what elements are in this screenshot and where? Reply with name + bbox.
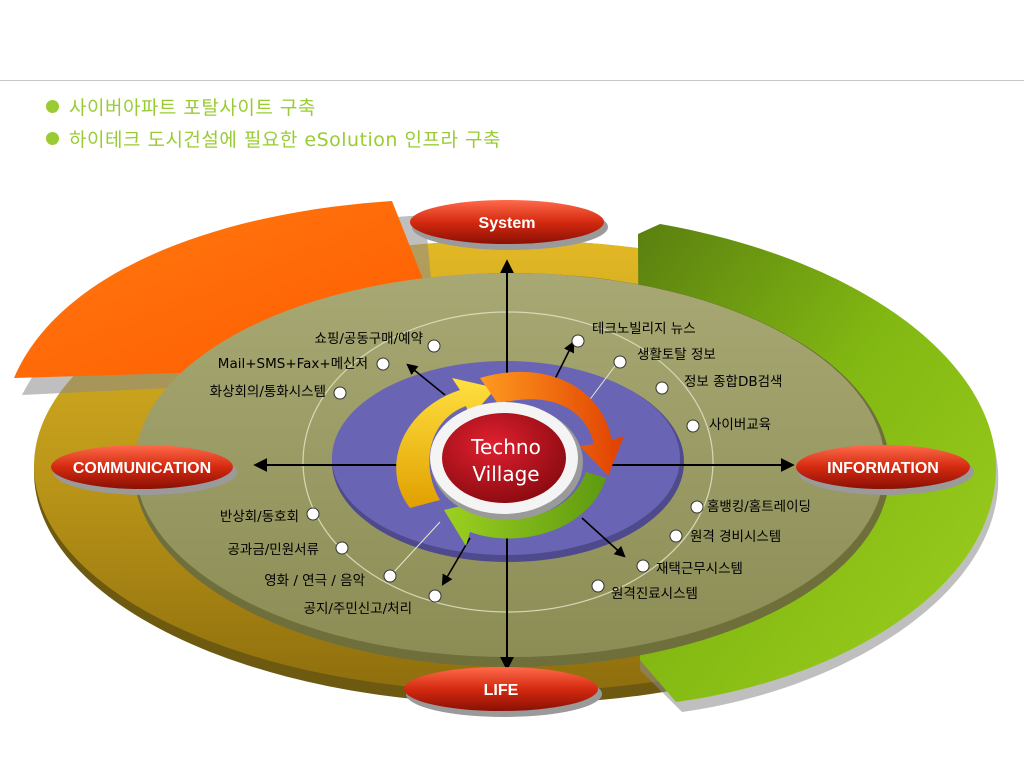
- center-badge: [442, 413, 566, 503]
- bullet-list: 사이버아파트 포탈사이트 구축 하이테크 도시건설에 필요한 eSolution…: [46, 90, 501, 154]
- information-items: 테크노빌리지 뉴스 생활토탈 정보 정보 종합DB검색 사이버교육: [571, 321, 782, 433]
- node-circle-icon: [306, 507, 320, 521]
- bullet-dot-icon: [46, 131, 59, 145]
- system-pill: System: [410, 200, 608, 250]
- node-circle-icon: [686, 419, 700, 433]
- list-item: 영화 / 연극 / 음악: [264, 573, 365, 589]
- bullet-item: 하이테크 도시건설에 필요한 eSolution 인프라 구축: [46, 122, 501, 154]
- list-item: 정보 종합DB검색: [684, 374, 782, 390]
- list-item: 홈뱅킹/홈트레이딩: [707, 499, 811, 515]
- arrow-nw: [406, 363, 446, 396]
- bullet-item: 사이버아파트 포탈사이트 구축: [46, 90, 501, 122]
- system-label: System: [479, 215, 536, 232]
- list-item: 공지/주민신고/처리: [304, 601, 412, 617]
- list-item: 공과금/민원서류: [228, 542, 320, 558]
- node-circle-icon: [427, 339, 441, 353]
- list-item: 원격진료시스템: [611, 586, 698, 602]
- bullet-text: 하이테크 도시건설에 필요한 eSolution 인프라 구축: [69, 128, 501, 151]
- leader-lines: [391, 361, 619, 575]
- node-circle-icon: [690, 500, 704, 514]
- arrow-sw: [441, 537, 471, 586]
- node-circle-icon: [571, 334, 585, 348]
- top-divider: [0, 80, 1024, 81]
- cycle-arrow-green: [444, 472, 606, 546]
- communication-pill: COMMUNICATION: [51, 445, 237, 495]
- list-item: 사이버교육: [709, 417, 771, 433]
- bullet-dot-icon: [46, 99, 59, 113]
- life-pill: LIFE: [404, 667, 602, 717]
- bullet-text: 사이버아파트 포탈사이트 구축: [69, 96, 316, 119]
- cycle-arrow-orange: [480, 371, 624, 476]
- system-items: 홈뱅킹/홈트레이딩 원격 경비시스템 재택근무시스템 원격진료시스템: [591, 499, 811, 602]
- node-circle-icon: [591, 579, 605, 593]
- list-item: 반상회/동호회: [220, 509, 299, 525]
- list-item: 쇼핑/공동구매/예약: [315, 331, 423, 347]
- node-circle-icon: [613, 355, 627, 369]
- node-circle-icon: [383, 569, 397, 583]
- node-circle-icon: [335, 541, 349, 555]
- list-item: Mail+SMS+Fax+메신저: [218, 356, 368, 372]
- center-title-line1: Techno: [470, 435, 541, 459]
- information-pill: INFORMATION: [796, 445, 974, 495]
- center-title-line2: Village: [472, 462, 539, 486]
- arrow-se: [581, 517, 626, 558]
- node-circle-icon: [636, 559, 650, 573]
- communication-items: 쇼핑/공동구매/예약 Mail+SMS+Fax+메신저 화상회의/통화시스템: [210, 331, 441, 400]
- information-label: INFORMATION: [827, 460, 939, 477]
- list-item: 화상회의/통화시스템: [210, 384, 326, 400]
- node-circle-icon: [376, 357, 390, 371]
- life-items: 반상회/동호회 공과금/민원서류 영화 / 연극 / 음악 공지/주민신고/처리: [220, 507, 442, 617]
- life-label: LIFE: [484, 682, 519, 699]
- node-circle-icon: [655, 381, 669, 395]
- node-circle-icon: [428, 589, 442, 603]
- node-circle-icon: [669, 529, 683, 543]
- list-item: 테크노빌리지 뉴스: [592, 321, 696, 337]
- communication-label: COMMUNICATION: [73, 460, 211, 477]
- list-item: 생활토탈 정보: [637, 347, 716, 363]
- list-item: 원격 경비시스템: [690, 529, 781, 545]
- node-circle-icon: [333, 386, 347, 400]
- list-item: 재택근무시스템: [656, 561, 743, 577]
